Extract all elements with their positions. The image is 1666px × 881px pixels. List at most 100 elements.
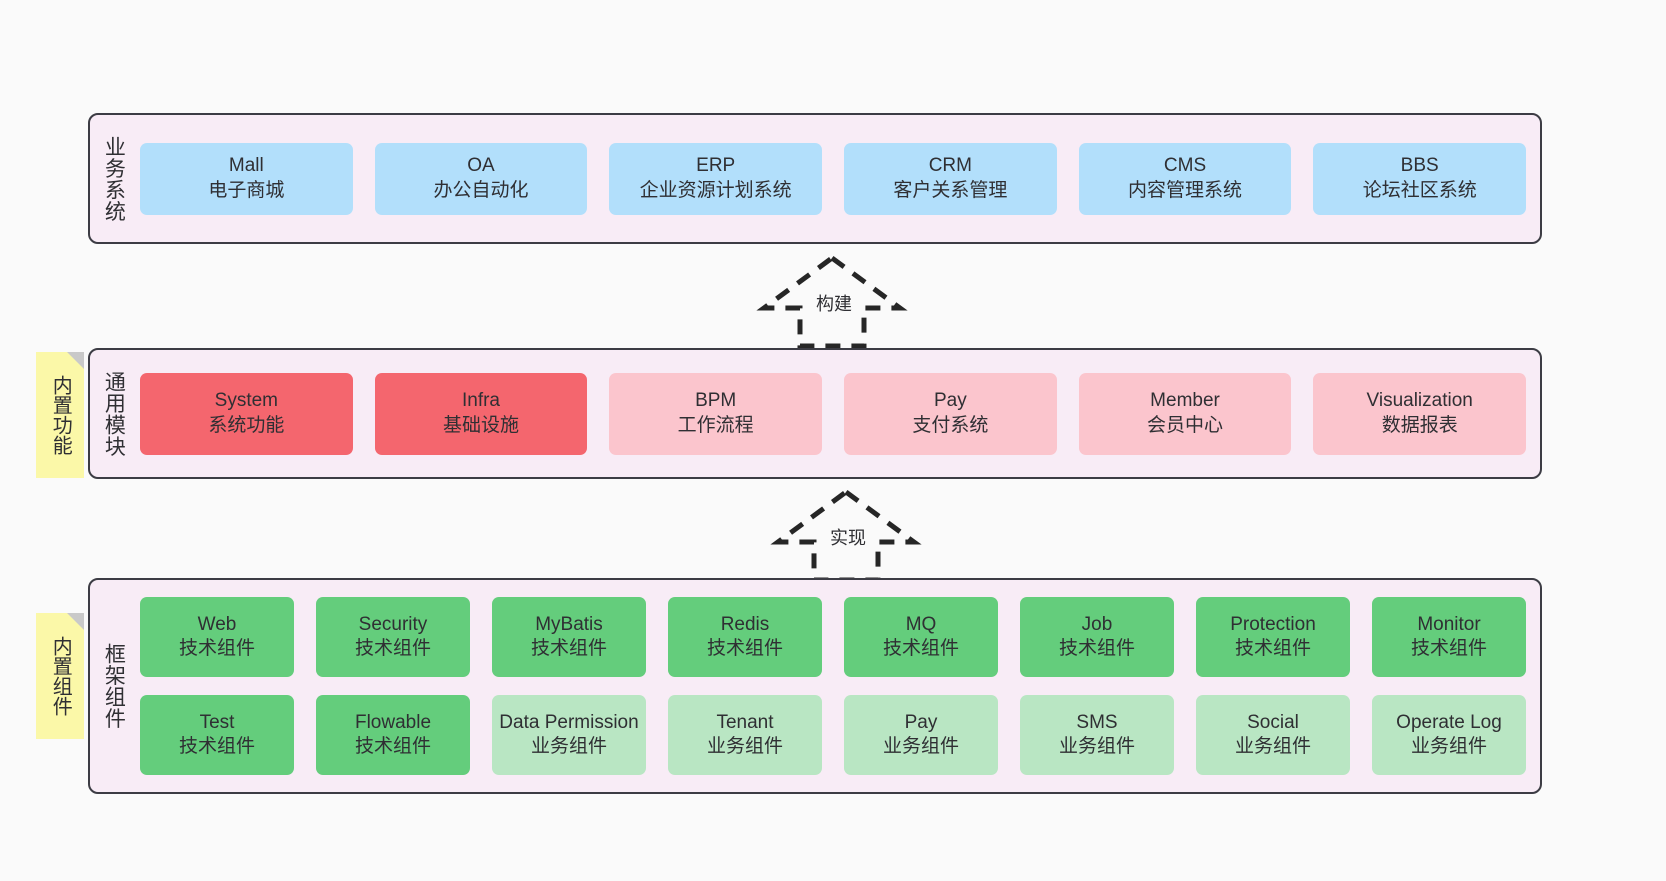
- node-label-en: Job: [1081, 613, 1113, 635]
- note-fold-icon: [67, 352, 84, 369]
- layer-framework-component: 框架组件 Web 技术组件 Security 技术组件 MyBatis 技术组件…: [88, 578, 1542, 794]
- node-label-cn: 系统功能: [208, 414, 285, 436]
- node-label-en: Redis: [720, 613, 770, 635]
- layer-title-framework-component: 框架组件: [102, 643, 126, 729]
- connector-build: 构建: [752, 254, 912, 349]
- node-sms[interactable]: SMS 业务组件: [1020, 695, 1174, 775]
- node-label-cn: 内容管理系统: [1128, 179, 1243, 201]
- node-label-en: Operate Log: [1396, 711, 1502, 733]
- node-crm[interactable]: CRM 客户关系管理: [844, 142, 1057, 215]
- node-label-en: Data Permission: [499, 711, 639, 733]
- layer-row: Mall 电子商城 OA 办公自动化 ERP 企业资源计划系统 CRM 客户关系…: [140, 142, 1527, 215]
- node-label-cn: 技术组件: [354, 638, 431, 659]
- node-label-en: Mall: [228, 155, 264, 177]
- node-label-cn: 客户关系管理: [893, 179, 1008, 201]
- node-label-en: Monitor: [1417, 613, 1481, 635]
- node-mq[interactable]: MQ 技术组件: [844, 597, 998, 677]
- node-cms[interactable]: CMS 内容管理系统: [1078, 142, 1292, 215]
- node-label-cn: 支付系统: [912, 414, 989, 436]
- node-label-en: Member: [1150, 390, 1220, 412]
- node-monitor[interactable]: Monitor 技术组件: [1372, 597, 1526, 677]
- node-oa[interactable]: OA 办公自动化: [374, 142, 588, 215]
- node-label-cn: 工作流程: [677, 414, 754, 436]
- node-label-cn: 基础设施: [443, 414, 520, 436]
- node-mybatis[interactable]: MyBatis 技术组件: [492, 597, 646, 677]
- node-label-en: CRM: [928, 155, 972, 177]
- node-visualization[interactable]: Visualization 数据报表: [1313, 372, 1527, 455]
- node-label-en: Web: [197, 613, 237, 635]
- layer-body-business-system: Mall 电子商城 OA 办公自动化 ERP 企业资源计划系统 CRM 客户关系…: [136, 115, 1540, 242]
- node-label-cn: 业务组件: [1410, 736, 1487, 757]
- node-label-cn: 技术组件: [1058, 638, 1135, 659]
- layer-row: Web 技术组件 Security 技术组件 MyBatis 技术组件 Redi…: [140, 597, 1526, 677]
- node-label-cn: 数据报表: [1381, 414, 1458, 436]
- node-label-en: MyBatis: [535, 613, 603, 635]
- node-label-cn: 业务组件: [706, 736, 783, 757]
- node-label-cn: 业务组件: [882, 736, 959, 757]
- generalization-arrow-icon: [770, 488, 922, 583]
- layer-title-common-module: 通用模块: [102, 370, 126, 457]
- node-label-en: BPM: [695, 390, 737, 412]
- node-pay-module[interactable]: Pay 支付系统: [844, 372, 1057, 455]
- node-label-cn: 技术组件: [1410, 638, 1487, 659]
- node-label-en: BBS: [1400, 155, 1439, 177]
- node-pay-component[interactable]: Pay 业务组件: [844, 695, 998, 775]
- node-label-en: System: [214, 390, 279, 412]
- node-tenant[interactable]: Tenant 业务组件: [668, 695, 822, 775]
- node-member[interactable]: Member 会员中心: [1078, 372, 1292, 455]
- node-label-cn: 业务组件: [530, 736, 607, 757]
- node-label-cn: 技术组件: [178, 638, 255, 659]
- node-system[interactable]: System 系统功能: [140, 372, 353, 455]
- node-infra[interactable]: Infra 基础设施: [374, 372, 588, 455]
- node-test[interactable]: Test 技术组件: [140, 695, 294, 775]
- node-label-en: MQ: [905, 613, 937, 635]
- node-label-en: CMS: [1163, 155, 1207, 177]
- connector-label-realize: 实现: [828, 524, 868, 550]
- node-flowable[interactable]: Flowable 技术组件: [316, 695, 470, 775]
- node-label-cn: 论坛社区系统: [1362, 179, 1477, 201]
- layer-body-common-module: System 系统功能 Infra 基础设施 BPM 工作流程 Pay 支付系统…: [136, 350, 1540, 477]
- node-label-cn: 技术组件: [178, 736, 255, 757]
- generalization-arrow-icon: [756, 254, 908, 349]
- node-label-cn: 技术组件: [882, 638, 959, 659]
- note-label: 内置功能: [49, 375, 72, 455]
- node-label-cn: 技术组件: [1234, 638, 1311, 659]
- node-label-cn: 技术组件: [706, 638, 783, 659]
- node-redis[interactable]: Redis 技术组件: [668, 597, 822, 677]
- node-label-cn: 技术组件: [530, 638, 607, 659]
- note-fold-icon: [67, 613, 84, 630]
- note-builtin-component: 内置组件: [36, 613, 84, 739]
- node-label-cn: 电子商城: [208, 179, 285, 201]
- connector-label-build: 构建: [814, 290, 854, 316]
- layer-body-framework-component: Web 技术组件 Security 技术组件 MyBatis 技术组件 Redi…: [136, 580, 1540, 792]
- node-social[interactable]: Social 业务组件: [1196, 695, 1350, 775]
- node-label-en: Pay: [933, 390, 967, 412]
- node-label-en: OA: [467, 155, 495, 177]
- node-security[interactable]: Security 技术组件: [316, 597, 470, 677]
- node-job[interactable]: Job 技术组件: [1020, 597, 1174, 677]
- node-label-en: Protection: [1230, 613, 1316, 635]
- note-label: 内置组件: [49, 636, 72, 716]
- node-label-cn: 企业资源计划系统: [639, 179, 792, 201]
- node-bbs[interactable]: BBS 论坛社区系统: [1313, 142, 1527, 215]
- node-erp[interactable]: ERP 企业资源计划系统: [609, 142, 823, 215]
- node-data-permission[interactable]: Data Permission 业务组件: [492, 695, 646, 775]
- node-label-cn: 技术组件: [354, 736, 431, 757]
- layer-common-module: 通用模块 System 系统功能 Infra 基础设施 BPM 工作流程 Pay…: [88, 348, 1542, 479]
- layer-row: System 系统功能 Infra 基础设施 BPM 工作流程 Pay 支付系统…: [140, 372, 1527, 455]
- node-mall[interactable]: Mall 电子商城: [140, 142, 353, 215]
- node-label-cn: 会员中心: [1147, 414, 1224, 436]
- node-label-en: Infra: [461, 390, 501, 412]
- node-label-en: Visualization: [1366, 390, 1473, 412]
- node-web[interactable]: Web 技术组件: [140, 597, 294, 677]
- layer-business-system: 业务系统 Mall 电子商城 OA 办公自动化 ERP 企业资源计划系统 CRM…: [88, 113, 1542, 244]
- node-operate-log[interactable]: Operate Log 业务组件: [1372, 695, 1526, 775]
- node-label-en: SMS: [1076, 711, 1118, 733]
- node-label-en: Social: [1247, 711, 1299, 733]
- node-protection[interactable]: Protection 技术组件: [1196, 597, 1350, 677]
- node-label-en: Pay: [904, 711, 938, 733]
- layer-row: Test 技术组件 Flowable 技术组件 Data Permission …: [140, 695, 1526, 775]
- node-label-cn: 业务组件: [1234, 736, 1311, 757]
- node-bpm[interactable]: BPM 工作流程: [609, 372, 823, 455]
